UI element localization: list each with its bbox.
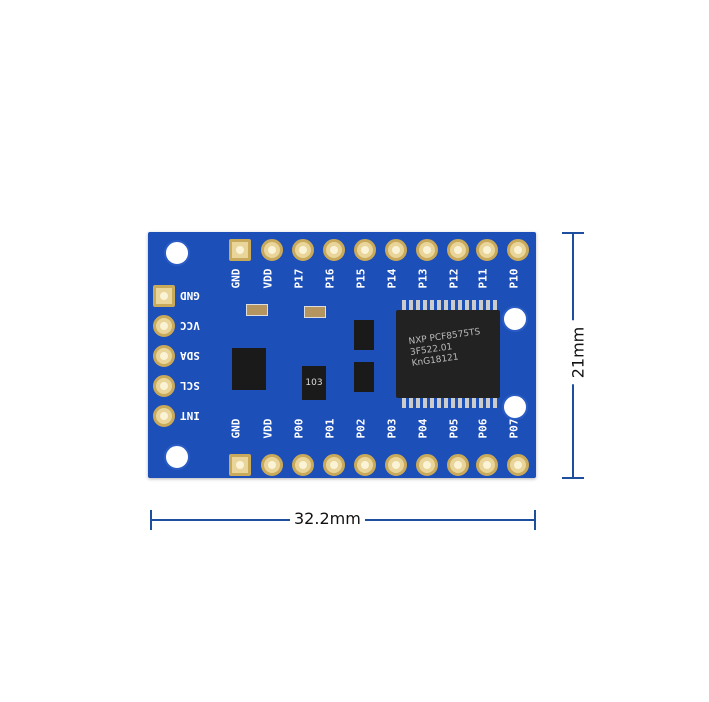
chip-pin [430, 300, 434, 310]
chip-pin [430, 398, 434, 408]
pin-label-top: P17 [292, 268, 306, 289]
capacitor [246, 304, 268, 316]
side-pin-pad [153, 405, 175, 427]
chip-pin [402, 398, 406, 408]
header-pin-pad [354, 239, 376, 261]
chip-pin [444, 300, 448, 310]
pin-label-bottom: VDD [261, 418, 275, 439]
header-pin-pad [229, 239, 251, 261]
header-pin-pad [229, 454, 251, 476]
pin-label-top: GND [229, 268, 243, 289]
dimension-tick [150, 510, 152, 530]
chip-pin [423, 300, 427, 310]
pin-label-top: VDD [261, 268, 275, 289]
chip-pin [451, 300, 455, 310]
chip-pin [486, 300, 490, 310]
chip-pin [409, 398, 413, 408]
header-pin-pad [323, 239, 345, 261]
chip-pin [493, 398, 497, 408]
header-pin-pad [507, 454, 529, 476]
side-pin-pad [153, 315, 175, 337]
pin-label-bottom: P04 [416, 418, 430, 439]
chip-pin [416, 300, 420, 310]
chip-pin [437, 398, 441, 408]
dimension-tick [562, 232, 584, 234]
header-pin-pad [385, 454, 407, 476]
pin-label-top: P13 [416, 268, 430, 289]
pin-label-side: SCL [180, 379, 200, 392]
chip-pin [493, 300, 497, 310]
header-pin-pad [476, 454, 498, 476]
pin-label-bottom: P03 [385, 418, 399, 439]
chip-pin [486, 398, 490, 408]
pin-label-side: SDA [180, 349, 200, 362]
mounting-hole [164, 240, 190, 266]
mounting-hole [164, 444, 190, 470]
chip-pin [465, 300, 469, 310]
pin-label-top: P12 [447, 268, 461, 289]
header-pin-pad [447, 239, 469, 261]
pin-label-side: VCC [180, 319, 200, 332]
header-pin-pad [323, 454, 345, 476]
chip-pin [465, 398, 469, 408]
pin-label-bottom: P01 [323, 418, 337, 439]
header-pin-pad [261, 454, 283, 476]
chip-pin [479, 300, 483, 310]
capacitor [304, 306, 326, 318]
chip-pin [423, 398, 427, 408]
pin-label-top: P10 [507, 268, 521, 289]
chip-pin [437, 300, 441, 310]
pin-label-top: P14 [385, 268, 399, 289]
header-pin-pad [292, 239, 314, 261]
transistor [354, 320, 374, 350]
chip-pin [472, 398, 476, 408]
header-pin-pad [507, 239, 529, 261]
side-pin-pad [153, 345, 175, 367]
pin-label-bottom: P07 [507, 418, 521, 439]
chip-pin [416, 398, 420, 408]
chip-pin [458, 300, 462, 310]
chip-pin [409, 300, 413, 310]
width-label: 32.2mm [290, 509, 365, 528]
chip-pin [402, 300, 406, 310]
header-pin-pad [416, 239, 438, 261]
pin-label-top: P15 [354, 268, 368, 289]
dimension-tick [534, 510, 536, 530]
header-pin-pad [447, 454, 469, 476]
pcf8575-board: 103 NXP PCF8575TS 3F522.01 KnG18121 GND G… [148, 232, 536, 478]
transistor [354, 362, 374, 392]
pcf8575-chip: NXP PCF8575TS 3F522.01 KnG18121 [396, 300, 500, 408]
chip-pin [458, 398, 462, 408]
pin-label-side: INT [180, 409, 200, 422]
height-label: 21mm [568, 320, 588, 385]
side-pin-pad [153, 375, 175, 397]
pin-label-bottom: P02 [354, 418, 368, 439]
pin-label-bottom: P05 [447, 418, 461, 439]
chip-pin [472, 300, 476, 310]
pin-label-top: P16 [323, 268, 337, 289]
chip-pin [479, 398, 483, 408]
header-pin-pad [261, 239, 283, 261]
header-pin-pad [416, 454, 438, 476]
chip-pin [451, 398, 455, 408]
mounting-hole [502, 394, 528, 420]
header-pin-pad [385, 239, 407, 261]
header-pin-pad [292, 454, 314, 476]
pin-label-bottom: P06 [476, 418, 490, 439]
side-pin-pad [153, 285, 175, 307]
pin-label-top: P11 [476, 268, 490, 289]
mounting-hole [502, 306, 528, 332]
voltage-regulator [232, 348, 266, 390]
dimension-tick [562, 477, 584, 479]
pin-label-bottom: P00 [292, 418, 306, 439]
pin-label-bottom: GND [229, 418, 243, 439]
resistor-marking: 103 [305, 378, 323, 388]
chip-pin [444, 398, 448, 408]
header-pin-pad [354, 454, 376, 476]
pin-label-side: GND [180, 289, 200, 302]
header-pin-pad [476, 239, 498, 261]
resistor-array: 103 [302, 366, 326, 400]
